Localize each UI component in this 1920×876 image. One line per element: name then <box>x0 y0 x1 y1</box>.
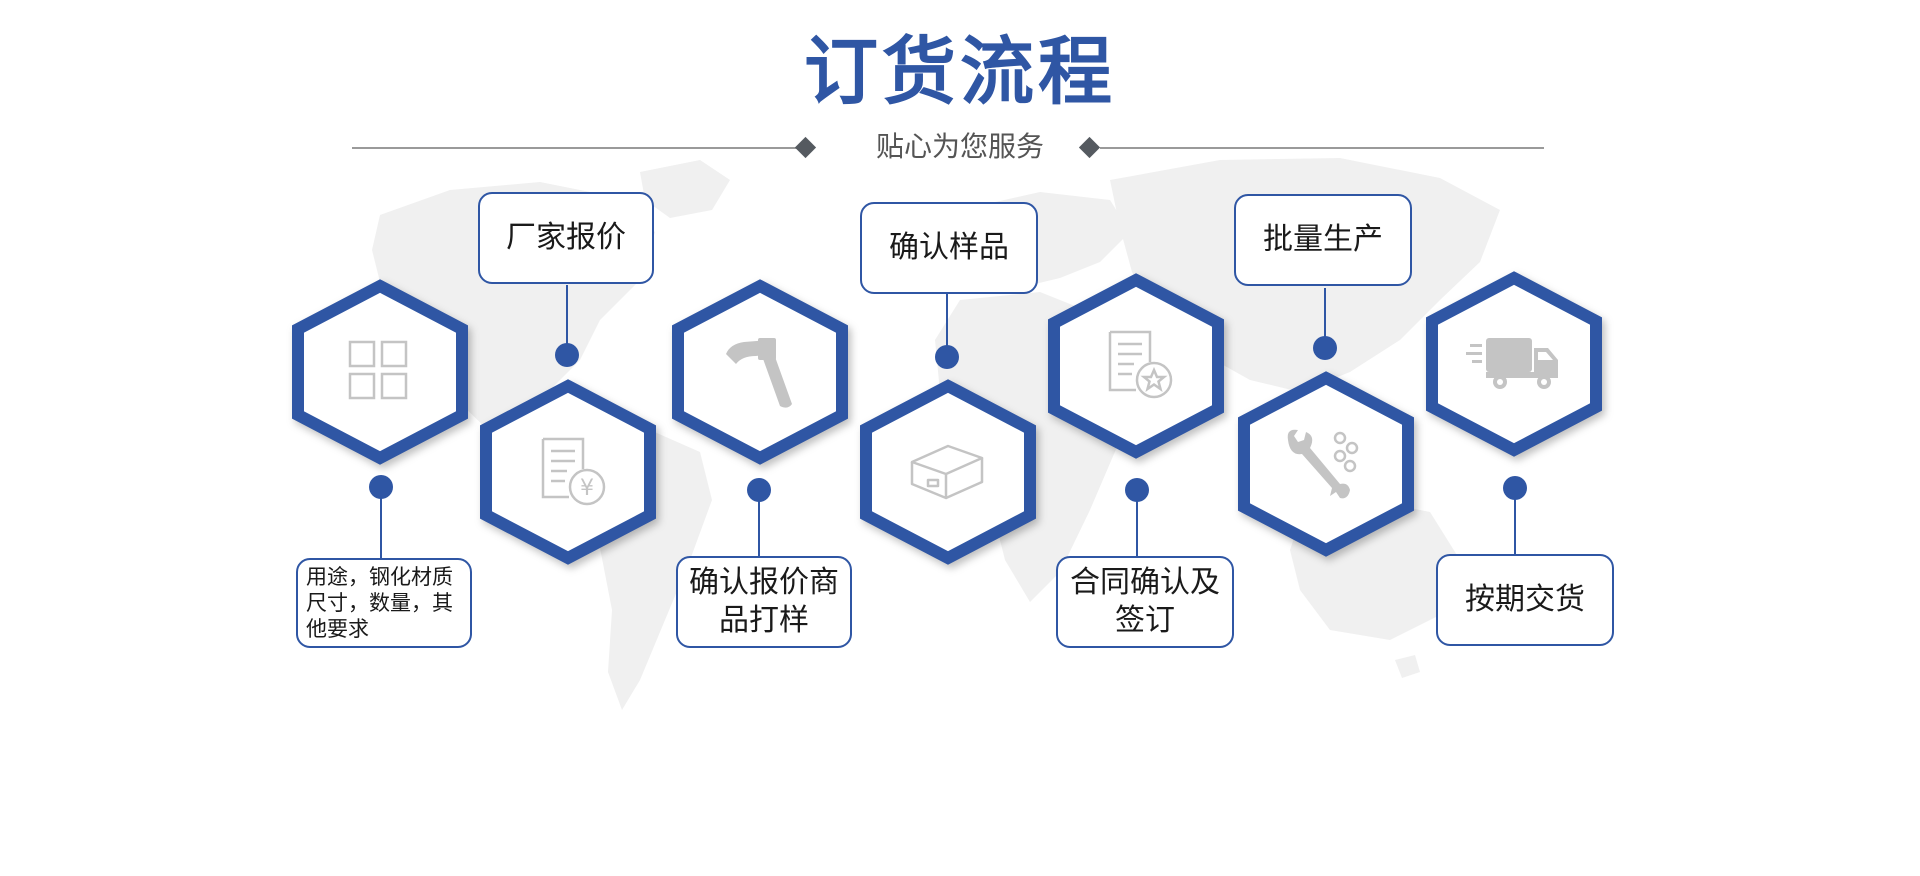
connector-dot-step-2 <box>555 343 579 367</box>
page-title: 订货流程 <box>804 29 1116 115</box>
tools-icon <box>1287 429 1359 499</box>
connector-stem-step-3 <box>758 498 760 558</box>
document-star-icon <box>1108 330 1173 399</box>
hexagon-step-2 <box>480 379 656 565</box>
truck-icon <box>1466 338 1558 389</box>
step-label-5: 合同确认及签订 <box>1056 556 1234 648</box>
connector-dot-step-6 <box>1313 336 1337 360</box>
hexagon-step-5 <box>1048 273 1224 459</box>
step-label-7: 按期交货 <box>1436 554 1614 646</box>
svg-text:¥: ¥ <box>580 476 594 501</box>
hammer-icon <box>726 338 792 408</box>
hexagon-step-3 <box>672 279 848 465</box>
step-label-1: 用途，钢化材质尺寸，数量，其他要求 <box>296 558 472 648</box>
connector-stem-step-2 <box>566 285 568 347</box>
connector-stem-step-1 <box>380 496 382 558</box>
step-label-4: 确认样品 <box>860 202 1038 294</box>
connector-stem-step-7 <box>1514 496 1516 554</box>
subtitle: 贴心为您服务 <box>875 130 1044 163</box>
connector-stem-step-5 <box>1136 498 1138 556</box>
connector-stem-step-4 <box>946 294 948 350</box>
subtitle-rule-right <box>1100 147 1544 149</box>
grid-icon <box>348 340 408 400</box>
connector-dot-step-1 <box>369 475 393 499</box>
step-label-6: 批量生产 <box>1234 194 1412 286</box>
hexagon-step-6 <box>1238 371 1414 557</box>
hexagon-step-1 <box>292 279 468 465</box>
step-label-2: 厂家报价 <box>478 192 654 284</box>
step-label-3: 确认报价商品打样 <box>676 556 852 648</box>
box-icon <box>910 444 984 500</box>
connector-stem-step-6 <box>1324 288 1326 340</box>
invoice-yen-icon: ¥ <box>541 437 606 506</box>
subtitle-rule-left <box>352 147 800 149</box>
